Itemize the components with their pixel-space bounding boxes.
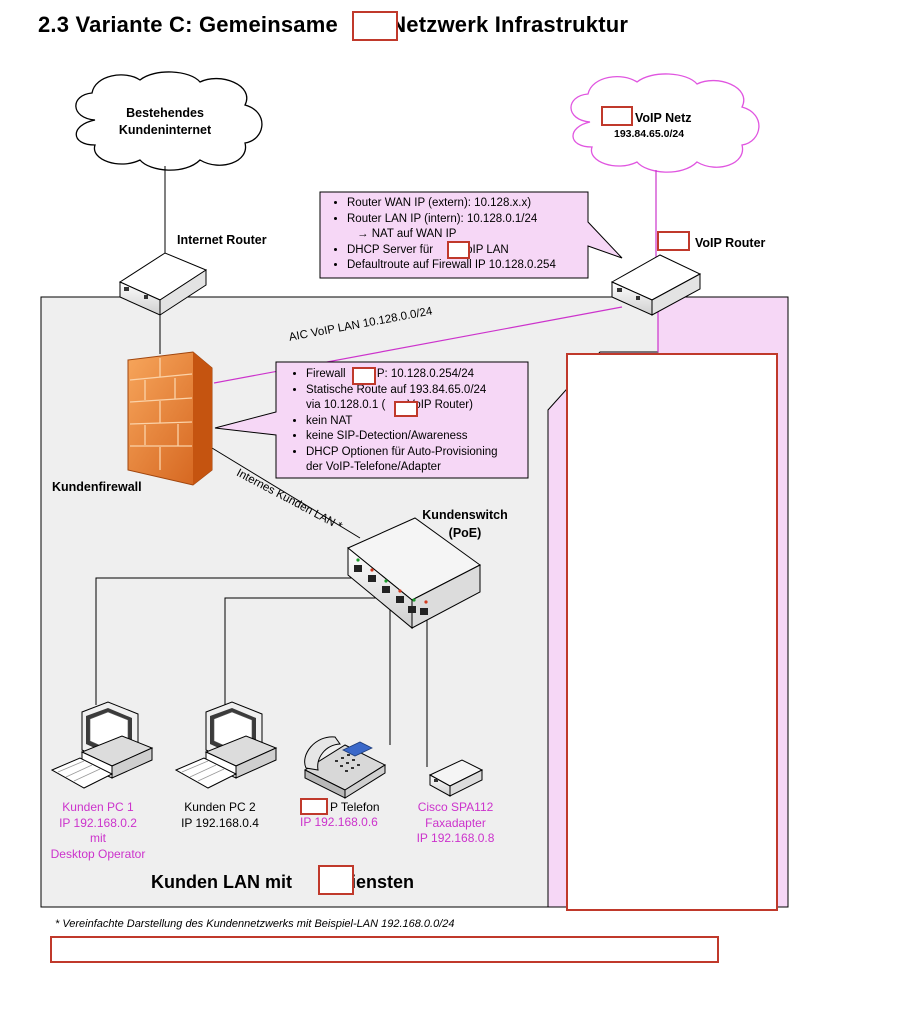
line-switch-to-pc2 — [224, 597, 385, 705]
redaction-lan-title — [318, 865, 354, 895]
pc2-computer — [174, 701, 278, 789]
phone-ip: IP 192.168.0.6 — [300, 815, 378, 829]
pc1-computer — [50, 701, 154, 789]
voip-router-callout-box — [319, 191, 623, 279]
ip-phone — [303, 736, 387, 799]
internet-router — [118, 252, 208, 316]
fax-name: Cisco SPA112 — [417, 800, 494, 814]
fw-callout-item1-prefix: Firewall — [306, 368, 346, 380]
firewall-wall — [127, 351, 213, 486]
voip-callout-item3-suffix: VoIP LAN — [459, 243, 509, 256]
switch-label-line2: (PoE) — [448, 526, 482, 540]
fax-adapter — [428, 759, 484, 797]
line-firewall-to-switch — [211, 447, 361, 539]
fw-callout-item2-line1: Statische Route auf 193.84.65.0/24 — [306, 383, 487, 396]
redaction-voip-cloud — [601, 106, 633, 126]
lan-title-suffix: Diensten — [338, 872, 415, 892]
fax-ip: IP 192.168.0.8 — [416, 831, 495, 845]
fw-callout-item2-line2-suffix: VoIP Router) — [407, 399, 473, 411]
pc1-with: mit — [90, 831, 106, 845]
footnote: * Vereinfachte Darstellung des Kundennet… — [55, 918, 455, 930]
voip-callout-item3: DHCP Server für VoIP LAN — [347, 243, 589, 259]
fw-callout-item1-suffix: IP: 10.128.0.254/24 — [373, 368, 475, 380]
heading-part1: 2.3 Variante C: Gemeinsame — [38, 12, 338, 37]
voip-callout-item3-prefix: DHCP Server für — [347, 243, 434, 256]
section-heading: 2.3 Variante C: Gemeinsame/Netzwerk Infr… — [38, 12, 628, 38]
cloud-voip-subnet: 193.84.65.0/24 — [614, 128, 685, 140]
cloud-internet-line1: Bestehendes — [126, 106, 204, 120]
fw-callout-item1: Firewall IP: 10.128.0.254/24 — [306, 367, 531, 383]
pc1-label: Kunden PC 1 IP 192.168.0.2 mit Desktop O… — [38, 800, 158, 862]
firewall-callout: Firewall IP: 10.128.0.254/24 Statische Ro… — [286, 367, 531, 476]
fax-label: Cisco SPA112 Faxadapter IP 192.168.0.8 — [398, 800, 513, 847]
voip-callout-item4: Defaultroute auf Firewall IP 10.128.0.25… — [347, 258, 589, 274]
firewall-callout-box — [214, 361, 529, 479]
fw-callout-item2-line2-prefix: via 10.128.0.1 ( — [306, 399, 386, 411]
switch-label-line1: Kundenswitch — [422, 508, 508, 522]
pc1-ip: IP 192.168.0.2 — [59, 815, 137, 830]
fw-callout-item5: DHCP Optionen für Auto-Provisioning der V… — [306, 445, 531, 476]
pc1-operator: Desktop Operator — [50, 846, 146, 861]
pc2-name: Kunden PC 2 — [184, 800, 256, 814]
voip-callout-item2-sub: → NAT auf WAN IP — [357, 228, 457, 240]
cloud-internet-label: Bestehendes Kundeninternet — [95, 105, 235, 139]
lan-title: Kunden LAN mit Diensten — [151, 872, 414, 893]
pc2-label: Kunden PC 2 IP 192.168.0.4 — [165, 800, 275, 831]
voip-router-label: VoIP Router — [695, 236, 766, 250]
cloud-voip-title: VoIP Netz — [635, 111, 692, 125]
voip-callout-item1: Router WAN IP (extern): 10.128.x.x) — [347, 196, 589, 212]
lan-title-prefix: Kunden LAN mit — [151, 872, 292, 892]
redaction-firewall-ip — [352, 367, 376, 385]
redaction-voip-router — [657, 231, 690, 251]
pc1-name: Kunden PC 1 — [62, 800, 134, 814]
heading-part2: /Netzwerk Infrastruktur — [383, 12, 629, 37]
fw-callout-item5-line1: DHCP Optionen für Auto-Provisioning — [306, 445, 498, 458]
cloud-voip-shape — [570, 73, 760, 173]
customer-switch — [347, 517, 481, 630]
redaction-voip-area — [566, 353, 778, 911]
redaction-phone — [300, 798, 328, 815]
cloud-internet-shape — [75, 71, 263, 171]
firewall-label: Kundenfirewall — [52, 480, 142, 494]
voip-router-callout: Router WAN IP (extern): 10.128.x.x) Rout… — [327, 196, 589, 274]
redaction-dhcp-server — [447, 241, 470, 259]
phone-name: P Telefon — [330, 800, 380, 814]
cloud-internet-line2: Kundeninternet — [118, 123, 212, 137]
fw-callout-item4: keine SIP-Detection/Awareness — [306, 429, 531, 445]
fw-callout-item3: kein NAT — [306, 414, 531, 430]
line-switch-to-pc1 — [95, 577, 360, 705]
voip-callout-item2: Router LAN IP (intern): 10.128.0.1/24 — [347, 212, 589, 228]
redaction-footnote-line — [50, 936, 719, 963]
redaction-heading — [352, 11, 398, 41]
switch-label: Kundenswitch (PoE) — [410, 506, 520, 542]
fw-callout-item5-line2: der VoIP-Telefone/Adapter — [306, 461, 441, 473]
fw-callout-item2: Statische Route auf 193.84.65.0/24 via 10… — [306, 383, 531, 414]
pc2-ip: IP 192.168.0.4 — [181, 815, 259, 830]
phone-label-line1: P Telefon — [330, 800, 380, 816]
internet-router-label: Internet Router — [177, 233, 267, 247]
fax-type: Faxadapter — [425, 815, 486, 830]
voip-router — [610, 254, 702, 316]
redaction-firewall-route — [394, 401, 418, 417]
